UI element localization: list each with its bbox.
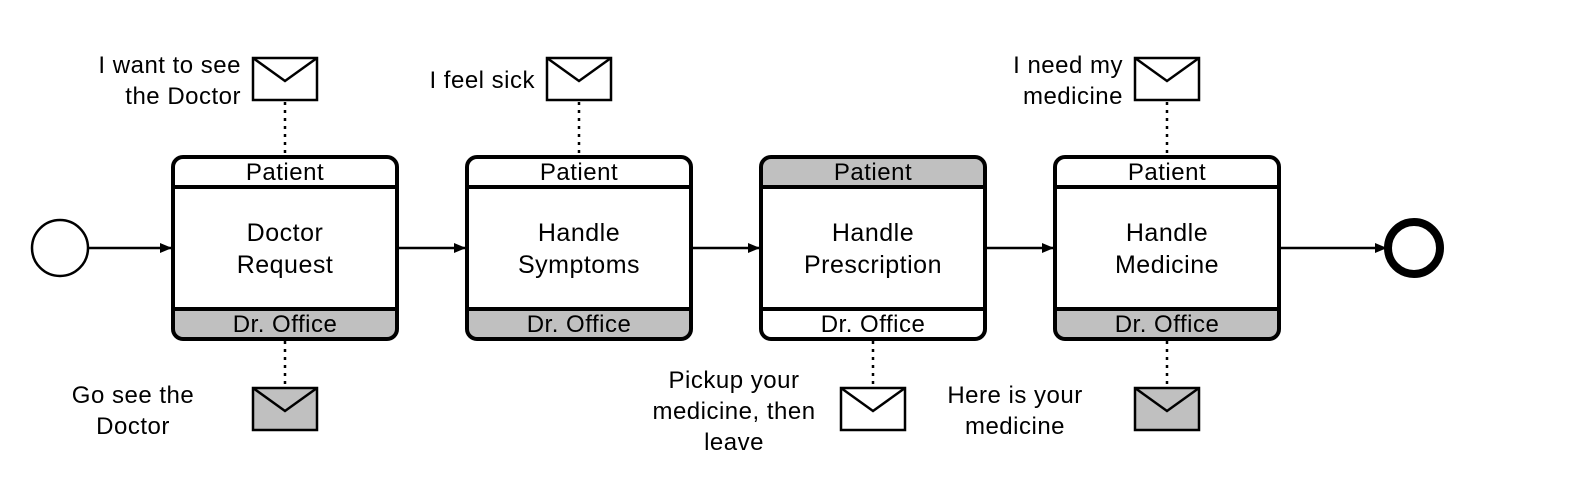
task-outline bbox=[1053, 155, 1281, 341]
task-name-label: Handle bbox=[1126, 219, 1208, 247]
message-envelope-icon bbox=[251, 386, 319, 432]
task-name-label: Medicine bbox=[1115, 251, 1219, 279]
task-body bbox=[173, 157, 397, 339]
task-body bbox=[761, 157, 985, 339]
task-name-label: Handle bbox=[832, 219, 914, 247]
bottom-participant-band bbox=[173, 309, 397, 339]
message-label: medicine, then bbox=[652, 398, 815, 425]
envelope-flap bbox=[840, 386, 906, 413]
task-name-label: Symptoms bbox=[518, 251, 640, 279]
top-participant-label: Patient bbox=[834, 159, 912, 186]
message-label: I want to see bbox=[98, 52, 241, 79]
task-outline bbox=[759, 155, 987, 341]
message-envelope-icon bbox=[839, 386, 907, 432]
message-label: Doctor bbox=[96, 413, 170, 440]
task-name-label: Handle bbox=[538, 219, 620, 247]
task-name-label: Request bbox=[237, 251, 334, 279]
task-name-label: Doctor bbox=[247, 219, 324, 247]
top-participant-band bbox=[173, 157, 397, 187]
message-label: the Doctor bbox=[125, 83, 241, 110]
envelope-flap bbox=[1134, 386, 1200, 413]
message-envelope-icon bbox=[545, 56, 613, 102]
message-label: medicine bbox=[1023, 83, 1123, 110]
top-participant-label: Patient bbox=[1128, 159, 1206, 186]
bottom-participant-label: Dr. Office bbox=[233, 311, 338, 338]
message-label: medicine bbox=[965, 413, 1065, 440]
message-envelope-icon bbox=[1133, 56, 1201, 102]
top-participant-band bbox=[467, 157, 691, 187]
message-envelope-icon bbox=[1133, 386, 1201, 432]
bottom-participant-band bbox=[1055, 309, 1279, 339]
bottom-participant-band bbox=[467, 309, 691, 339]
task-outline bbox=[171, 155, 399, 341]
task-body bbox=[1055, 157, 1279, 339]
top-participant-band bbox=[1055, 157, 1279, 187]
bottom-participant-label: Dr. Office bbox=[821, 311, 926, 338]
task-name-label: Prescription bbox=[804, 251, 942, 279]
message-label: leave bbox=[704, 429, 764, 456]
top-participant-band bbox=[761, 157, 985, 187]
message-label: Go see the bbox=[72, 382, 194, 409]
message-label: Pickup your bbox=[669, 367, 800, 394]
top-participant-label: Patient bbox=[246, 159, 324, 186]
message-label: I feel sick bbox=[429, 67, 535, 94]
bottom-participant-band bbox=[761, 309, 985, 339]
message-envelope-icon bbox=[251, 56, 319, 102]
message-label: Here is your bbox=[947, 382, 1082, 409]
task-body bbox=[467, 157, 691, 339]
task-outline bbox=[465, 155, 693, 341]
top-participant-label: Patient bbox=[540, 159, 618, 186]
bottom-participant-label: Dr. Office bbox=[1115, 311, 1220, 338]
envelope-flap bbox=[252, 386, 318, 413]
end-event-circle bbox=[1384, 218, 1444, 278]
envelope-flap bbox=[252, 56, 318, 83]
envelope-flap bbox=[1134, 56, 1200, 83]
envelope-flap bbox=[546, 56, 612, 83]
start-event-circle bbox=[30, 218, 90, 278]
message-label: I need my bbox=[1013, 52, 1123, 79]
bottom-participant-label: Dr. Office bbox=[527, 311, 632, 338]
